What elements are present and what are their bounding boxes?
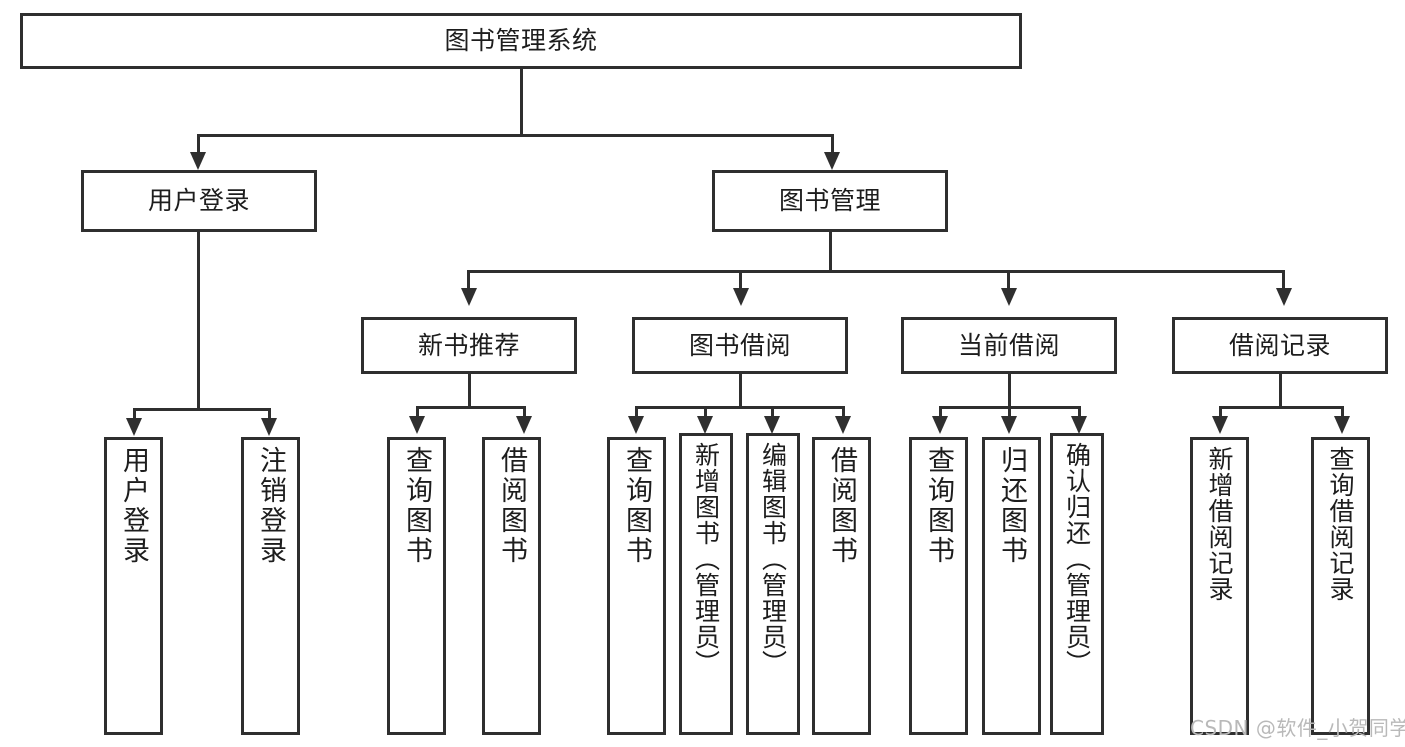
arrow-bb-leaf-4 <box>835 416 851 434</box>
node-label: 归还图书 <box>996 446 1027 566</box>
leaf-borrow-book[interactable]: 借阅图书 <box>812 437 871 735</box>
arrow-to-book-management <box>824 152 840 170</box>
arrow-cb-leaf-2 <box>1001 416 1017 434</box>
node-current-borrow[interactable]: 当前借阅 <box>901 317 1117 374</box>
arrow-to-user-login <box>190 152 206 170</box>
leaf-edit-book-admin[interactable]: 编辑图书（管理员） <box>746 433 800 735</box>
node-label: 图书借阅 <box>688 330 791 360</box>
node-label: 查询图书 <box>621 446 652 566</box>
connector-bb-leaf-2 <box>704 406 707 418</box>
node-root-book-management-system[interactable]: 图书管理系统 <box>20 13 1022 69</box>
node-label: 借阅图书 <box>826 446 857 566</box>
leaf-confirm-return-admin[interactable]: 确认归还（管理员） <box>1050 433 1104 735</box>
node-label: 新书推荐 <box>417 330 520 360</box>
arrow-to-current-borrow <box>1001 288 1017 306</box>
leaf-query-book-current[interactable]: 查询图书 <box>909 437 968 735</box>
connector-current-borrow-stem <box>1008 374 1011 408</box>
arrow-cb-leaf-1 <box>932 416 948 434</box>
node-label: 图书管理 <box>778 186 881 216</box>
leaf-return-book[interactable]: 归还图书 <box>982 437 1041 735</box>
node-borrow-record[interactable]: 借阅记录 <box>1172 317 1388 374</box>
leaf-add-book-admin[interactable]: 新增图书（管理员） <box>679 433 733 735</box>
connector-cb-leaf-1 <box>939 406 942 418</box>
connector-user-login-bus <box>133 408 270 411</box>
arrow-bb-leaf-3 <box>764 416 780 434</box>
node-label: 查询图书 <box>401 446 432 566</box>
node-new-book-recommend[interactable]: 新书推荐 <box>361 317 577 374</box>
node-label: 注销登录 <box>255 446 286 566</box>
leaf-user-login[interactable]: 用户登录 <box>104 437 163 735</box>
node-book-management[interactable]: 图书管理 <box>712 170 948 232</box>
arrow-nbr-leaf-2 <box>516 416 532 434</box>
connector-bb-leaf-3 <box>771 406 774 418</box>
node-label: 借阅记录 <box>1228 330 1331 360</box>
node-label: 查询图书 <box>923 446 954 566</box>
node-label: 新增图书（管理员） <box>691 442 721 676</box>
connector-br-leaf-1 <box>1219 406 1222 418</box>
connector-nbr-leaf-2 <box>523 406 526 418</box>
connector-user-login-to-leaf-1 <box>133 408 136 420</box>
arrow-to-book-borrow <box>733 288 749 306</box>
connector-root-to-book-management <box>831 134 834 154</box>
connector-br-leaf-2 <box>1341 406 1344 418</box>
node-label: 借阅图书 <box>496 446 527 566</box>
leaf-logout[interactable]: 注销登录 <box>241 437 300 735</box>
node-label: 确认归还（管理员） <box>1062 442 1092 676</box>
leaf-add-borrow-record[interactable]: 新增借阅记录 <box>1190 437 1249 735</box>
node-label: 新增借阅记录 <box>1205 446 1234 602</box>
node-book-borrow[interactable]: 图书借阅 <box>632 317 848 374</box>
connector-to-new-book-recommend <box>467 270 470 288</box>
connector-cb-leaf-3 <box>1078 406 1081 418</box>
connector-bb-leaf-4 <box>842 406 845 418</box>
connector-new-book-recommend-bus <box>416 406 526 409</box>
arrow-br-leaf-1 <box>1212 416 1228 434</box>
connector-new-book-recommend-stem <box>468 374 471 408</box>
node-label: 图书管理系统 <box>444 26 598 56</box>
connector-user-login-stem <box>197 232 200 410</box>
connector-to-book-borrow <box>739 270 742 288</box>
node-user-login[interactable]: 用户登录 <box>81 170 317 232</box>
arrow-nbr-leaf-1 <box>409 416 425 434</box>
leaf-borrow-book-recommend[interactable]: 借阅图书 <box>482 437 541 735</box>
watermark-text: CSDN @软件_小贺同学 <box>1190 716 1405 740</box>
arrow-to-borrow-record <box>1276 288 1292 306</box>
arrow-bb-leaf-2 <box>697 416 713 434</box>
arrow-bb-leaf-1 <box>628 416 644 434</box>
connector-root-bus <box>197 134 834 137</box>
leaf-query-borrow-record[interactable]: 查询借阅记录 <box>1311 437 1370 735</box>
node-label: 用户登录 <box>147 186 250 216</box>
connector-cb-leaf-2 <box>1008 406 1011 418</box>
leaf-query-book-recommend[interactable]: 查询图书 <box>387 437 446 735</box>
arrow-to-leaf-logout <box>261 418 277 436</box>
arrow-br-leaf-2 <box>1334 416 1350 434</box>
connector-nbr-leaf-1 <box>416 406 419 418</box>
arrow-to-leaf-user-login <box>126 418 142 436</box>
connector-bb-leaf-1 <box>635 406 638 418</box>
node-label: 编辑图书（管理员） <box>758 442 788 676</box>
arrow-to-new-book-recommend <box>461 288 477 306</box>
arrow-cb-leaf-3 <box>1071 416 1087 434</box>
node-label: 当前借阅 <box>957 330 1060 360</box>
connector-book-borrow-bus <box>635 406 845 409</box>
connector-root-to-user-login <box>197 134 200 154</box>
connector-user-login-to-leaf-2 <box>268 408 271 420</box>
connector-book-management-stem <box>829 232 832 272</box>
connector-root-stem <box>520 69 523 134</box>
node-label: 用户登录 <box>118 446 149 566</box>
connector-book-borrow-stem <box>739 374 742 408</box>
connector-to-current-borrow <box>1007 270 1010 288</box>
connector-to-borrow-record <box>1282 270 1285 288</box>
leaf-query-book-borrow[interactable]: 查询图书 <box>607 437 666 735</box>
connector-borrow-record-stem <box>1279 374 1282 408</box>
node-label: 查询借阅记录 <box>1326 446 1355 602</box>
connector-level2-bus <box>467 270 1285 273</box>
connector-borrow-record-bus <box>1219 406 1344 409</box>
